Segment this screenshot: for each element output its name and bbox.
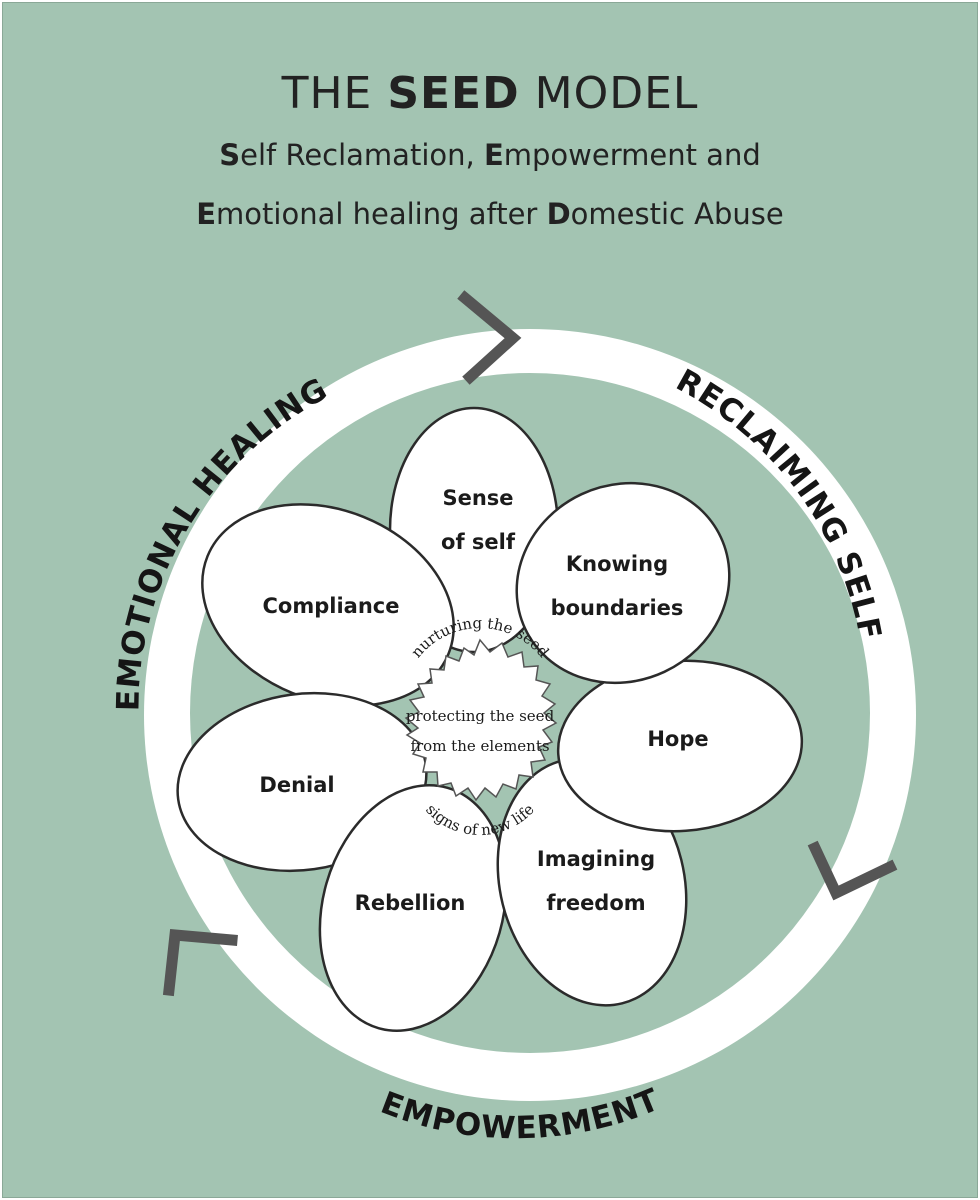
petal-rebellion: Rebellion [318, 784, 508, 1032]
subtitle-line-1: Self Reclamation, Empowerment and [219, 138, 761, 172]
petal-label-compliance: Compliance [263, 594, 400, 618]
arrow-left-icon [162, 929, 238, 997]
petal-knowing-boundaries: Knowing boundaries [515, 481, 731, 685]
petal-label-denial: Denial [259, 773, 334, 797]
petal-hope: Hope [556, 659, 804, 833]
petal-label-imagining: Imagining [537, 847, 655, 871]
arrow-right-icon [807, 840, 898, 901]
petal-label-sense-2: of self [441, 530, 516, 554]
arrow-top-icon [457, 290, 522, 385]
petal-label-rebellion: Rebellion [355, 891, 466, 915]
petal-label-freedom: freedom [546, 891, 645, 915]
page-title: THE SEED MODEL [281, 68, 699, 119]
petal-compliance: Compliance [201, 503, 455, 707]
center-label-elements: from the elements [410, 737, 549, 755]
petal-label-hope: Hope [647, 727, 708, 751]
center-label-protecting: protecting the seed [406, 707, 555, 725]
flower: Sense of self Compliance Denial Rebellio… [176, 406, 804, 1032]
center-seed-shape [404, 638, 558, 802]
petal-label-sense-1: Sense [442, 486, 513, 510]
petal-label-boundaries: boundaries [551, 596, 684, 620]
petal-label-knowing: Knowing [566, 552, 668, 576]
subtitle-line-2: Emotional healing after Domestic Abuse [196, 197, 784, 231]
